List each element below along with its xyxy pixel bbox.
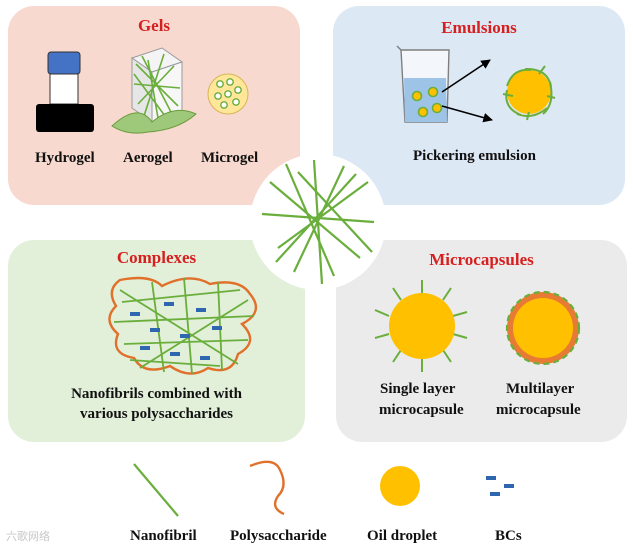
multilayer-microcapsule-icon [503, 288, 583, 368]
legend-oil-droplet-label: Oil droplet [367, 528, 437, 545]
pickering-droplet-icon [497, 60, 567, 130]
complexes-label-line1: Nanofibrils combined with [8, 386, 305, 403]
legend-bcs-label: BCs [495, 528, 522, 545]
complexes-label-line2: various polysaccharides [8, 406, 305, 423]
aerogel-cube-icon [108, 44, 198, 144]
hydrogel-label: Hydrogel [35, 150, 95, 167]
hydrogel-vial-icon [34, 48, 114, 148]
legend-nanofibril-icon [130, 460, 190, 520]
pickering-emulsion-label: Pickering emulsion [413, 148, 536, 165]
legend-nanofibril-label: Nanofibril [130, 528, 197, 545]
nanofibril-polysaccharide-complex-icon [100, 272, 270, 382]
legend-bcs-icon [484, 474, 534, 514]
watermark: 六歌网络 [6, 528, 50, 544]
emulsions-title: Emulsions [333, 18, 625, 38]
multilayer-label-line1: Multilayer [506, 381, 574, 398]
legend-polysaccharide-label: Polysaccharide [230, 528, 327, 545]
central-nanofibril-bundle-icon [248, 152, 388, 292]
legend-oil-droplet-icon [378, 464, 428, 514]
aerogel-label: Aerogel [123, 150, 173, 167]
gels-title: Gels [8, 16, 300, 36]
legend-polysaccharide-icon [248, 456, 308, 516]
multilayer-label-line2: microcapsule [496, 402, 581, 419]
microgel-icon [206, 72, 256, 122]
single-layer-label-line2: microcapsule [379, 402, 464, 419]
single-layer-label-line1: Single layer [380, 381, 455, 398]
zoom-arrows-icon [436, 48, 496, 128]
